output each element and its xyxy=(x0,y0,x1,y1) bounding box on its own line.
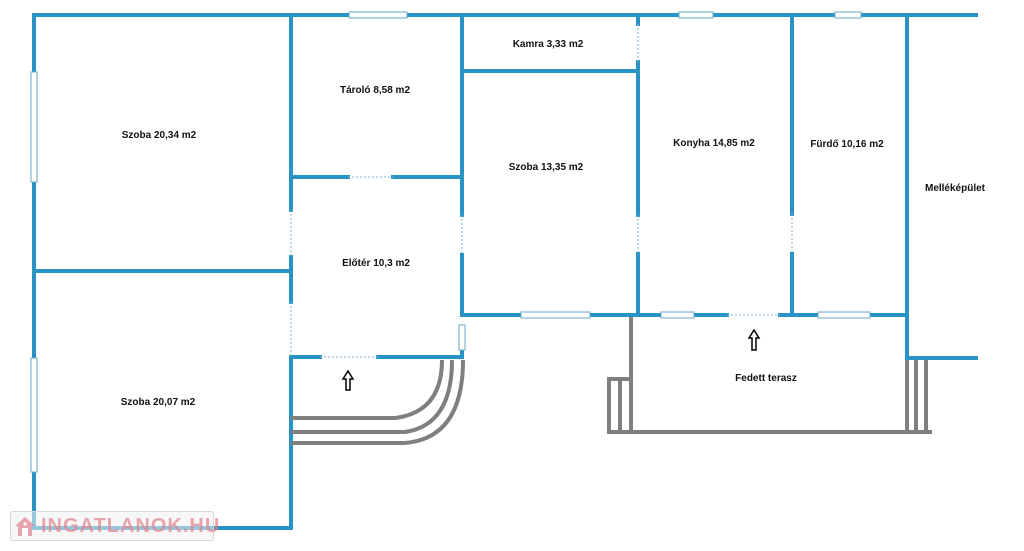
room-label-melleképület: Melléképület xyxy=(925,183,986,194)
door-openings xyxy=(290,24,793,358)
room-label-szoba-1: Szoba 20,34 m2 xyxy=(122,130,197,141)
windows xyxy=(30,11,871,473)
house-icon xyxy=(15,517,35,536)
room-label-furdo: Fürdő 10,16 m2 xyxy=(810,139,884,150)
watermark-logo: INGATLANOK.HU xyxy=(10,511,219,541)
room-label-szoba-3: Szoba 13,35 m2 xyxy=(509,162,584,173)
room-label-terasz: Fedett terasz xyxy=(735,373,797,384)
entrance-arrow-eloter xyxy=(341,369,355,391)
watermark-text: INGATLANOK.HU xyxy=(41,515,221,537)
stairs xyxy=(291,317,932,445)
walls xyxy=(32,13,978,530)
room-label-kamra: Kamra 3,33 m2 xyxy=(513,39,584,50)
room-label-szoba-2: Szoba 20,07 m2 xyxy=(121,397,196,408)
room-label-konyha: Konyha 14,85 m2 xyxy=(673,138,755,149)
room-label-eloter: Előtér 10,3 m2 xyxy=(342,258,410,269)
entrance-arrow-terasz xyxy=(747,328,761,351)
room-label-tarolo: Tároló 8,58 m2 xyxy=(340,85,410,96)
